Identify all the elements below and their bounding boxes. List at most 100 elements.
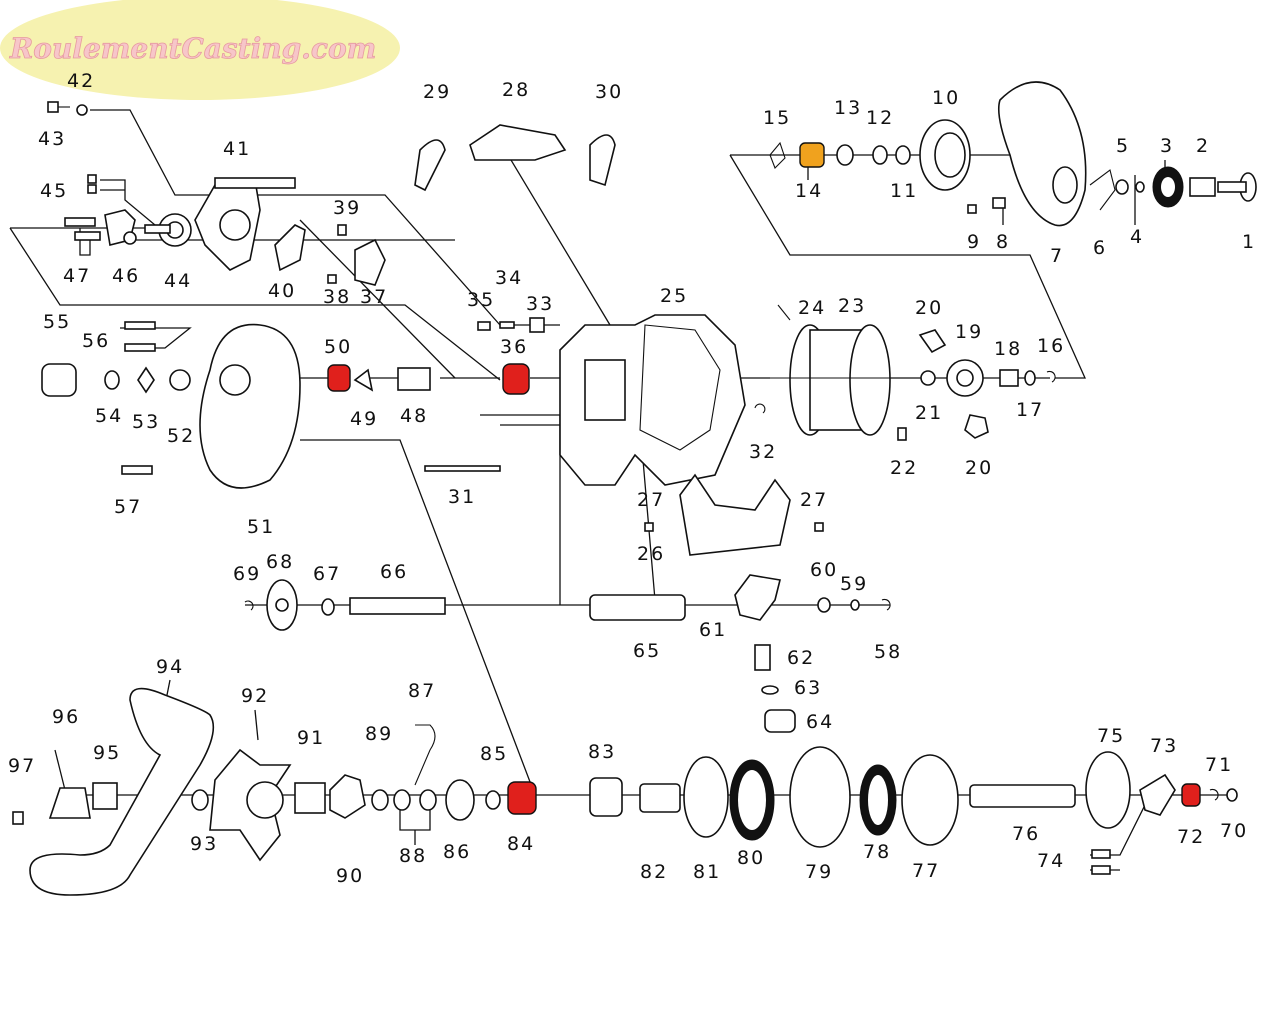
part-label-90: 90 xyxy=(336,865,364,887)
part-drawings xyxy=(12,81,1257,896)
part-label-39: 39 xyxy=(333,197,361,219)
part-label-25: 25 xyxy=(660,285,688,307)
part-label-9: 9 xyxy=(967,231,981,253)
part-label-31: 31 xyxy=(448,486,476,508)
logo-oval xyxy=(0,0,400,100)
part-label-51: 51 xyxy=(247,516,275,538)
part-label-4: 4 xyxy=(1130,226,1144,248)
part-label-20-bottom: 20 xyxy=(965,457,993,479)
part-label-78: 78 xyxy=(863,841,891,863)
logo-text: RoulementCasting.com xyxy=(9,32,376,65)
part-label-58: 58 xyxy=(874,641,902,663)
part-label-65: 65 xyxy=(633,640,661,662)
part-label-36: 36 xyxy=(500,336,528,358)
part-label-8: 8 xyxy=(996,231,1010,253)
part-label-71: 71 xyxy=(1205,754,1233,776)
part-label-35: 35 xyxy=(467,289,495,311)
part-label-92: 92 xyxy=(241,685,269,707)
part-label-30: 30 xyxy=(595,81,623,103)
part-label-86: 86 xyxy=(443,841,471,863)
part-label-91: 91 xyxy=(297,727,325,749)
part-label-66: 66 xyxy=(380,561,408,583)
part-label-83: 83 xyxy=(588,741,616,763)
part-label-75: 75 xyxy=(1097,725,1125,747)
part-label-67: 67 xyxy=(313,563,341,585)
part-label-10: 10 xyxy=(932,87,960,109)
part-label-47: 47 xyxy=(63,265,91,287)
part-label-17: 17 xyxy=(1016,399,1044,421)
part-label-28: 28 xyxy=(502,79,530,101)
part-label-19: 19 xyxy=(955,321,983,343)
part-label-60: 60 xyxy=(810,559,838,581)
part-label-33: 33 xyxy=(526,293,554,315)
part-label-74: 74 xyxy=(1037,850,1065,872)
part-label-96: 96 xyxy=(52,706,80,728)
part-label-32: 32 xyxy=(749,441,777,463)
part-label-7: 7 xyxy=(1050,245,1064,267)
part-label-21: 21 xyxy=(915,402,943,424)
part-label-27-right: 27 xyxy=(800,489,828,511)
part-label-12: 12 xyxy=(866,107,894,129)
part-label-49: 49 xyxy=(350,408,378,430)
part-label-41: 41 xyxy=(223,138,251,160)
part-label-27-left: 27 xyxy=(637,489,665,511)
part-label-88: 88 xyxy=(399,845,427,867)
part-label-3: 3 xyxy=(1160,135,1174,157)
part-label-79: 79 xyxy=(805,861,833,883)
part-label-69: 69 xyxy=(233,563,261,585)
part-label-68: 68 xyxy=(266,551,294,573)
part-label-40: 40 xyxy=(268,280,296,302)
part-label-89: 89 xyxy=(365,723,393,745)
part-label-14: 14 xyxy=(795,180,823,202)
part-label-11: 11 xyxy=(890,180,918,202)
part-label-54: 54 xyxy=(95,405,123,427)
part-label-15: 15 xyxy=(763,107,791,129)
part-label-34: 34 xyxy=(495,267,523,289)
part-label-62: 62 xyxy=(787,647,815,669)
part-label-48: 48 xyxy=(400,405,428,427)
part-label-44: 44 xyxy=(164,270,192,292)
watermark-logo: RoulementCasting.com xyxy=(0,0,400,100)
part-label-53: 53 xyxy=(132,411,160,433)
part-labels: 1 2 3 4 5 6 7 8 9 10 11 12 13 14 15 16 1… xyxy=(8,70,1256,887)
part-label-23: 23 xyxy=(838,295,866,317)
part-label-26: 26 xyxy=(637,543,665,565)
part-label-84: 84 xyxy=(507,833,535,855)
part-label-81: 81 xyxy=(693,861,721,883)
part-label-70: 70 xyxy=(1220,820,1248,842)
part-label-73: 73 xyxy=(1150,735,1178,757)
part-label-59: 59 xyxy=(840,573,868,595)
part-label-72: 72 xyxy=(1177,826,1205,848)
part-label-13: 13 xyxy=(834,97,862,119)
part-label-18: 18 xyxy=(994,338,1022,360)
part-label-85: 85 xyxy=(480,743,508,765)
part-label-55: 55 xyxy=(43,311,71,333)
part-label-56: 56 xyxy=(82,330,110,352)
part-label-76: 76 xyxy=(1012,823,1040,845)
part-label-95: 95 xyxy=(93,742,121,764)
part-label-77: 77 xyxy=(912,860,940,882)
part-label-16: 16 xyxy=(1037,335,1065,357)
part-label-50: 50 xyxy=(324,336,352,358)
part-label-43: 43 xyxy=(38,128,66,150)
part-label-97: 97 xyxy=(8,755,36,777)
part-label-94: 94 xyxy=(156,656,184,678)
part-label-1: 1 xyxy=(1242,231,1256,253)
part-label-63: 63 xyxy=(794,677,822,699)
part-label-64: 64 xyxy=(806,711,834,733)
part-label-61: 61 xyxy=(699,619,727,641)
part-label-87: 87 xyxy=(408,680,436,702)
part-label-29: 29 xyxy=(423,81,451,103)
part-label-6: 6 xyxy=(1093,237,1107,259)
part-label-46: 46 xyxy=(112,265,140,287)
part-label-82: 82 xyxy=(640,861,668,883)
part-label-57: 57 xyxy=(114,496,142,518)
part-label-45: 45 xyxy=(40,180,68,202)
part-label-93: 93 xyxy=(190,833,218,855)
part-label-22: 22 xyxy=(890,457,918,479)
part-label-20-top: 20 xyxy=(915,297,943,319)
part-label-24: 24 xyxy=(798,297,826,319)
part-label-80: 80 xyxy=(737,847,765,869)
part-label-5: 5 xyxy=(1116,135,1130,157)
